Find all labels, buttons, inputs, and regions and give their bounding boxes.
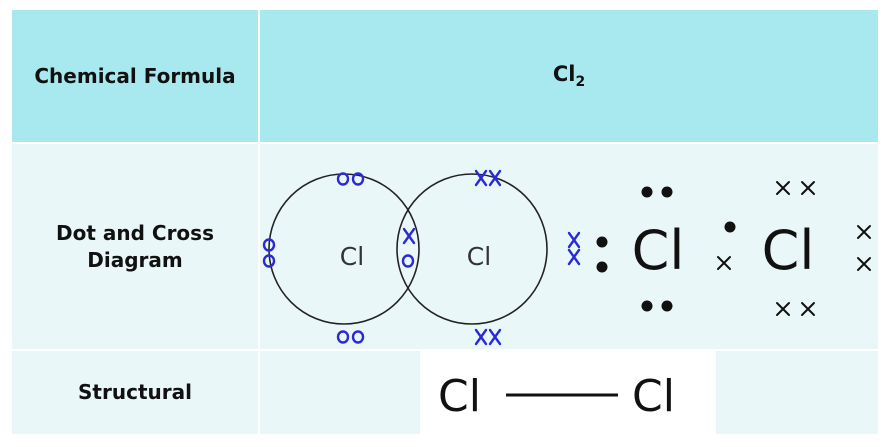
lewis-diagram: Cl Cl <box>596 181 871 316</box>
dot-cross-row: Dot and Cross Diagram Cl Cl <box>12 144 878 349</box>
structural-formula-cell: Cl Cl <box>260 351 878 434</box>
lewis-atom-left-symbol: Cl <box>632 219 685 282</box>
header-formula-cell: Cl2 <box>260 10 878 142</box>
lewis-dot <box>724 221 736 233</box>
header-row: Chemical Formula Cl2 <box>12 10 878 142</box>
electron-cross <box>474 169 488 187</box>
dot-cross-label: Dot and Cross Diagram <box>56 220 214 272</box>
lewis-atom-right-symbol: Cl <box>762 219 815 282</box>
electron-dot <box>336 172 350 186</box>
structural-formula: Cl Cl <box>438 371 675 422</box>
chemical-formula: Cl2 <box>552 61 586 91</box>
electron-cross <box>567 248 581 266</box>
electron-dot <box>401 254 415 268</box>
electron-cross <box>402 227 416 245</box>
electron-cross <box>567 231 581 249</box>
electron-dot <box>336 330 350 344</box>
lewis-crosses <box>717 181 871 316</box>
dot-cross-label-cell: Dot and Cross Diagram <box>12 144 258 349</box>
electron-dot <box>262 238 276 252</box>
lewis-cross <box>857 225 871 239</box>
electron-cross <box>488 169 502 187</box>
structural-atom-right: Cl <box>632 371 675 422</box>
venn-atom-left-symbol: Cl <box>340 242 364 271</box>
venn-atom-right-symbol: Cl <box>467 242 491 271</box>
lewis-cross <box>717 256 731 270</box>
venn-diagram: Cl Cl <box>262 169 581 346</box>
lewis-dot <box>596 236 608 248</box>
lewis-cross <box>776 302 790 316</box>
chlorine-table: Chemical Formula Cl2 Dot and Cross Diagr… <box>12 10 878 434</box>
lewis-dot <box>661 300 673 312</box>
lewis-dot <box>596 261 608 273</box>
electron-dot <box>351 330 365 344</box>
lewis-dot <box>661 186 673 198</box>
lewis-cross <box>776 181 790 195</box>
structural-row: Structural Cl Cl <box>12 351 878 434</box>
dot-cross-diagram-cell: Cl Cl <box>260 144 878 349</box>
lewis-dot <box>641 186 653 198</box>
structural-label-cell: Structural <box>12 351 258 434</box>
left-atom-electrons <box>262 172 415 344</box>
lewis-cross <box>857 257 871 271</box>
structural-formula-box: Cl Cl <box>420 351 716 434</box>
lewis-cross <box>801 302 815 316</box>
electron-cross <box>488 328 502 346</box>
right-atom-electrons <box>402 169 581 346</box>
electron-dot <box>351 172 365 186</box>
structural-atom-left: Cl <box>438 371 481 422</box>
electron-dot <box>262 254 276 268</box>
lewis-dots <box>596 186 736 312</box>
structural-label: Structural <box>78 380 192 404</box>
dot-cross-diagram: Cl Cl <box>262 169 871 346</box>
right-atom-shell <box>396 173 548 325</box>
chemical-formula-label: Chemical Formula <box>34 63 236 88</box>
header-label-cell: Chemical Formula <box>12 10 258 142</box>
lewis-dot <box>641 300 653 312</box>
lewis-cross <box>801 181 815 195</box>
electron-cross <box>474 328 488 346</box>
